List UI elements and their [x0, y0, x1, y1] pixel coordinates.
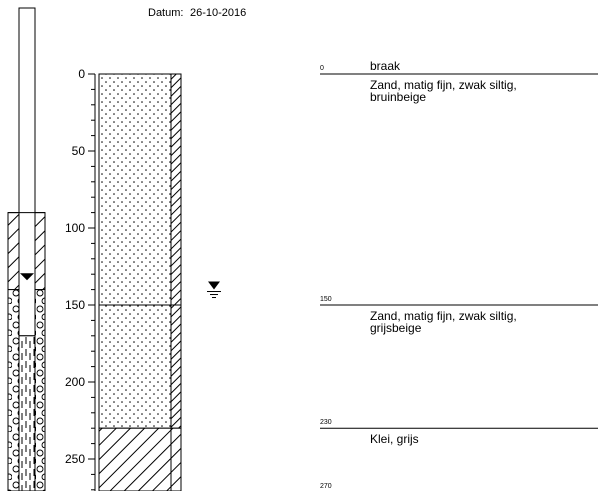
axis-tick-label: 150 [65, 298, 85, 312]
lithology-layer-0 [98, 73, 172, 306]
depth-axis: 0 50 100 150 200 250 [65, 67, 96, 491]
riser-pipe [18, 7, 36, 337]
axis-tick-label: 200 [65, 375, 85, 389]
filter-pack-right [34, 289, 46, 492]
groundwater-level-icon [207, 281, 221, 299]
layer-description-line: Zand, matig fijn, zwak siltig, [370, 309, 517, 323]
axis-tick-label: 50 [72, 144, 86, 158]
groundwater-triangle [208, 281, 220, 290]
axis-tick-label: 100 [65, 221, 85, 235]
lithology-strip-0 [170, 73, 182, 306]
axis-tick-label: 250 [65, 452, 85, 466]
well-screen [18, 335, 36, 492]
lithology-column [98, 73, 182, 492]
layer-top-depth: 230 [320, 419, 332, 426]
lithology-layer-2 [98, 427, 172, 492]
axis-tick-label: 0 [78, 67, 85, 81]
layer-description-line: grijsbeige [370, 321, 422, 335]
layer-annotation: braak [370, 59, 401, 73]
lithology-layer-1 [98, 304, 172, 429]
filter-pack-left [7, 289, 20, 492]
bottom-depth-label: 270 [320, 483, 332, 490]
datum-value: 26-10-2016 [190, 7, 246, 19]
datum-label: Datum: [148, 7, 183, 19]
layer-top-depth: 0 [320, 65, 324, 72]
lithology-strip-2 [170, 427, 182, 492]
bentonite-right [34, 212, 46, 291]
layer-description-line: Zand, matig fijn, zwak siltig, [370, 78, 517, 92]
layer-description-line: bruinbeige [370, 90, 426, 104]
layer-top-depth: 150 [320, 296, 332, 303]
layer-description-line: Klei, grijs [370, 432, 419, 446]
lithology-strip-1 [170, 304, 182, 429]
well-construction [7, 7, 46, 492]
bentonite-left [7, 212, 20, 291]
well-water-level-icon [20, 273, 34, 281]
